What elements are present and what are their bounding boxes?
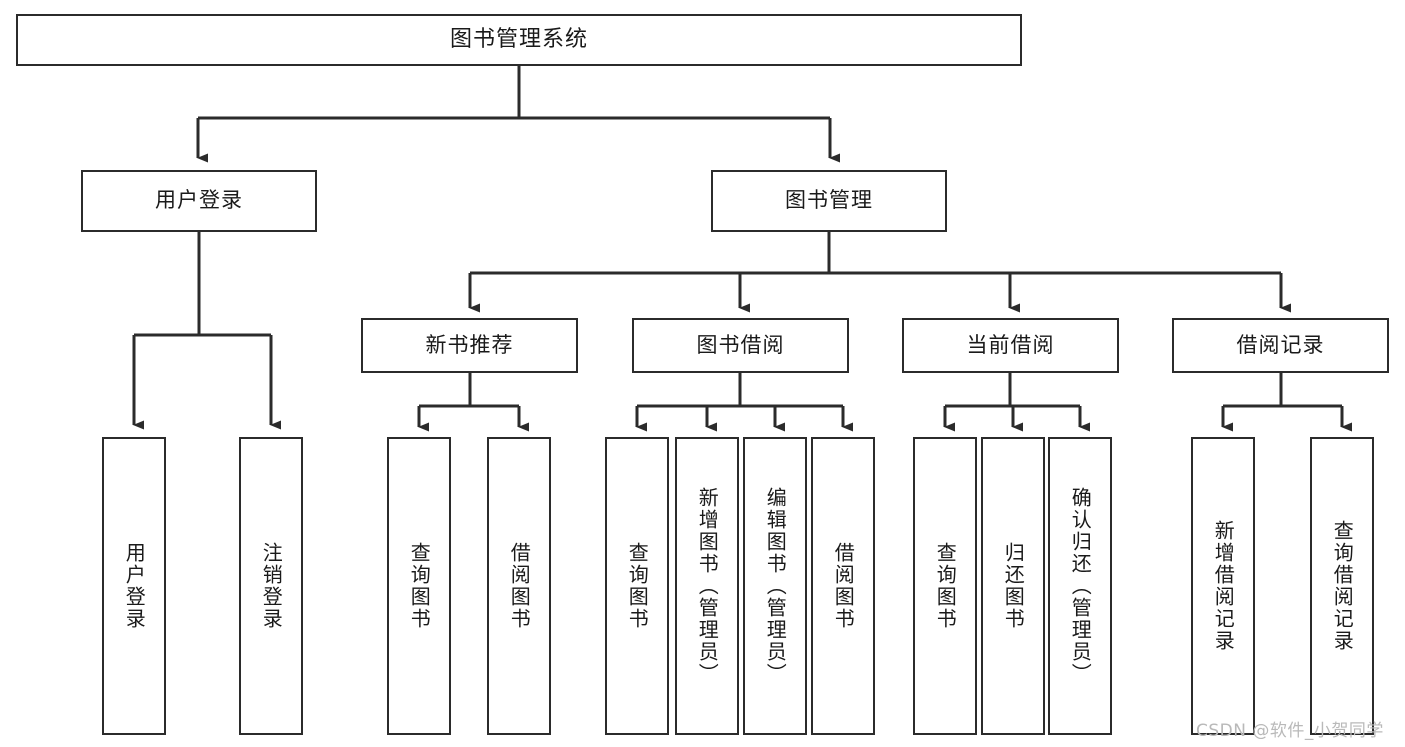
node-leaf-logout-login[interactable]: 注销登录 [239, 437, 303, 735]
node-leaf-borrow-book-2-label: 借阅图书 [831, 542, 856, 630]
node-leaf-user-login-label: 用户登录 [122, 542, 147, 630]
node-leaf-user-login[interactable]: 用户登录 [102, 437, 166, 735]
node-book-management-label: 图书管理 [785, 188, 873, 213]
node-root-label: 图书管理系统 [449, 26, 588, 52]
node-leaf-borrow-book-1-label: 借阅图书 [507, 542, 532, 630]
node-current-borrow-label: 当前借阅 [966, 332, 1055, 357]
node-book-borrow[interactable]: 图书借阅 [632, 318, 849, 373]
node-leaf-confirm-return-label: 确认归还（管理员） [1068, 487, 1093, 685]
node-borrow-record[interactable]: 借阅记录 [1172, 318, 1389, 373]
node-root[interactable]: 图书管理系统 [16, 14, 1022, 66]
node-leaf-query-book-1-label: 查询图书 [407, 542, 432, 630]
node-leaf-query-book-3-label: 查询图书 [933, 542, 958, 630]
csdn-watermark: CSDN @软件_小贺同学 [1196, 721, 1384, 741]
node-book-management[interactable]: 图书管理 [711, 170, 947, 232]
node-leaf-add-borrow-record[interactable]: 新增借阅记录 [1191, 437, 1255, 735]
node-leaf-add-borrow-record-label: 新增借阅记录 [1211, 520, 1236, 652]
node-leaf-borrow-book-2[interactable]: 借阅图书 [811, 437, 875, 735]
node-leaf-query-borrow-record[interactable]: 查询借阅记录 [1310, 437, 1374, 735]
node-new-book-recommend[interactable]: 新书推荐 [361, 318, 578, 373]
node-book-borrow-label: 图书借阅 [696, 332, 785, 357]
node-leaf-edit-book-label: 编辑图书（管理员） [763, 487, 788, 685]
node-leaf-query-book-1[interactable]: 查询图书 [387, 437, 451, 735]
node-leaf-logout-login-label: 注销登录 [259, 542, 284, 630]
node-user-login[interactable]: 用户登录 [81, 170, 317, 232]
node-leaf-query-book-2[interactable]: 查询图书 [605, 437, 669, 735]
node-leaf-borrow-book-1[interactable]: 借阅图书 [487, 437, 551, 735]
node-borrow-record-label: 借阅记录 [1236, 332, 1325, 357]
node-leaf-return-book[interactable]: 归还图书 [981, 437, 1045, 735]
node-leaf-add-book-label: 新增图书（管理员） [695, 487, 720, 685]
node-leaf-confirm-return[interactable]: 确认归还（管理员） [1048, 437, 1112, 735]
node-current-borrow[interactable]: 当前借阅 [902, 318, 1119, 373]
node-leaf-query-book-2-label: 查询图书 [625, 542, 650, 630]
node-leaf-add-book[interactable]: 新增图书（管理员） [675, 437, 739, 735]
node-leaf-return-book-label: 归还图书 [1001, 542, 1026, 630]
node-user-login-label: 用户登录 [155, 188, 243, 213]
node-leaf-edit-book[interactable]: 编辑图书（管理员） [743, 437, 807, 735]
node-leaf-query-borrow-record-label: 查询借阅记录 [1330, 520, 1355, 652]
node-leaf-query-book-3[interactable]: 查询图书 [913, 437, 977, 735]
node-new-book-recommend-label: 新书推荐 [425, 332, 514, 357]
